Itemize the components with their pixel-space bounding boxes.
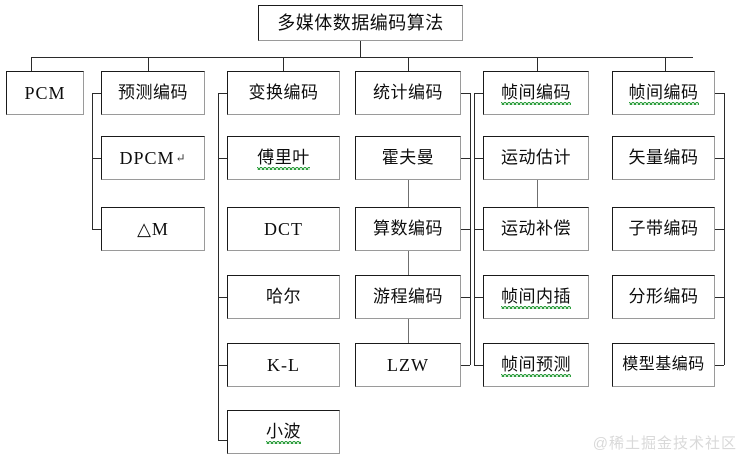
root-node[interactable]: 多媒体数据编码算法 xyxy=(258,5,463,41)
col6-stub-1 xyxy=(715,93,724,94)
node-label: 帧间内插 xyxy=(501,287,571,309)
node-label: 霍夫曼 xyxy=(381,148,435,167)
col2-stub-3 xyxy=(92,229,101,230)
col4-stub-1 xyxy=(461,93,470,94)
col2-stub-1 xyxy=(92,93,101,94)
node-label: 算数编码 xyxy=(373,219,443,238)
col4-stub-3 xyxy=(461,229,470,230)
node-predictive-coding[interactable]: 预测编码 xyxy=(101,71,205,115)
node-lzw[interactable]: LZW xyxy=(355,343,461,387)
col4-stub-4 xyxy=(461,297,470,298)
node-label: 子带编码 xyxy=(628,219,699,238)
col6-stub-5 xyxy=(715,365,724,366)
col3-stub-1 xyxy=(218,93,227,94)
node-motion-estimation[interactable]: 运动估计 xyxy=(483,136,589,180)
col6-stub-2 xyxy=(715,158,724,159)
node-haar[interactable]: 哈尔 xyxy=(227,275,340,319)
bus-drop-col2 xyxy=(148,57,149,71)
node-label: 哈尔 xyxy=(266,287,301,306)
node-run-length-coding[interactable]: 游程编码 xyxy=(355,275,461,319)
bus-drop-col1 xyxy=(31,57,32,71)
node-subband-coding[interactable]: 子带编码 xyxy=(612,207,715,251)
col4-stub-2 xyxy=(461,158,470,159)
node-label: DPCM xyxy=(119,147,175,168)
node-intraframe-coding[interactable]: 帧间编码 xyxy=(483,71,589,115)
bus-drop-col6 xyxy=(665,57,666,71)
col3-stub-2 xyxy=(218,158,227,159)
col3-stub-4 xyxy=(218,297,227,298)
col4-link-2-3 xyxy=(408,180,409,207)
top-bus xyxy=(31,57,693,58)
node-label: 帧间编码 xyxy=(501,83,571,105)
col3-bus xyxy=(218,93,219,441)
node-label: 帧间编码 xyxy=(628,83,699,105)
node-label: DCT xyxy=(264,218,303,239)
node-label: 傅里叶 xyxy=(257,148,310,170)
node-frame-interpolation[interactable]: 帧间内插 xyxy=(483,275,589,319)
col3-stub-5 xyxy=(218,365,227,366)
node-label: 预测编码 xyxy=(118,83,188,102)
node-model-based-coding[interactable]: 模型基编码 xyxy=(612,343,715,387)
node-label: LZW xyxy=(387,354,429,375)
root-node-label: 多媒体数据编码算法 xyxy=(277,12,444,33)
node-vector-coding[interactable]: 矢量编码 xyxy=(612,136,715,180)
node-label: 游程编码 xyxy=(373,287,443,306)
node-label: 分形编码 xyxy=(628,287,699,306)
node-huffman[interactable]: 霍夫曼 xyxy=(355,136,461,180)
col6-bus xyxy=(724,93,725,365)
node-label: 运动估计 xyxy=(501,148,571,167)
col5-link-2-3 xyxy=(537,180,538,207)
node-fractal-coding[interactable]: 分形编码 xyxy=(612,275,715,319)
node-label: 小波 xyxy=(266,422,301,444)
node-label: K-L xyxy=(267,354,300,375)
node-arithmetic-coding[interactable]: 算数编码 xyxy=(355,207,461,251)
col2-stub-2 xyxy=(92,158,101,159)
node-label: 运动补偿 xyxy=(501,219,571,238)
node-interframe-coding[interactable]: 帧间编码 xyxy=(612,71,715,115)
node-statistical-coding[interactable]: 统计编码 xyxy=(355,71,461,115)
node-frame-prediction[interactable]: 帧间预测 xyxy=(483,343,589,387)
col5-stub-1 xyxy=(474,93,483,94)
col5-stub-2 xyxy=(474,158,483,159)
node-motion-compensation[interactable]: 运动补偿 xyxy=(483,207,589,251)
watermark: @稀土掘金技术社区 xyxy=(592,435,737,452)
col2-bus xyxy=(92,93,93,229)
node-kl[interactable]: K-L xyxy=(227,343,340,387)
root-stem xyxy=(360,41,361,57)
node-fourier[interactable]: 傅里叶 xyxy=(227,136,340,180)
col4-bus xyxy=(470,93,471,365)
node-pcm[interactable]: PCM xyxy=(6,71,84,115)
node-label: 模型基编码 xyxy=(622,355,705,373)
col4-stub-5 xyxy=(461,365,470,366)
col5-stub-3 xyxy=(474,229,483,230)
node-wavelet[interactable]: 小波 xyxy=(227,410,340,454)
node-dct[interactable]: DCT xyxy=(227,207,340,251)
col6-stub-3 xyxy=(715,229,724,230)
node-label: 变换编码 xyxy=(248,83,319,102)
node-label: 矢量编码 xyxy=(628,148,699,167)
col3-stub-6 xyxy=(218,440,227,441)
col6-stub-4 xyxy=(715,297,724,298)
node-label: 帧间预测 xyxy=(501,355,571,377)
node-label: PCM xyxy=(24,82,66,103)
col4-link-3-4 xyxy=(408,251,409,275)
node-label: 统计编码 xyxy=(373,83,443,102)
col5-stub-5 xyxy=(474,365,483,366)
col5-stub-4 xyxy=(474,297,483,298)
pilcrow-mark: ↵ xyxy=(175,151,187,165)
node-dpcm[interactable]: DPCM↵ xyxy=(101,136,205,180)
node-transform-coding[interactable]: 变换编码 xyxy=(227,71,340,115)
bus-drop-col5 xyxy=(537,57,538,71)
bus-drop-col4 xyxy=(408,57,409,71)
node-label: △M xyxy=(137,218,169,239)
col4-link-4-5 xyxy=(408,319,409,343)
node-delta-m[interactable]: △M xyxy=(101,207,205,251)
bus-drop-col3 xyxy=(283,57,284,71)
